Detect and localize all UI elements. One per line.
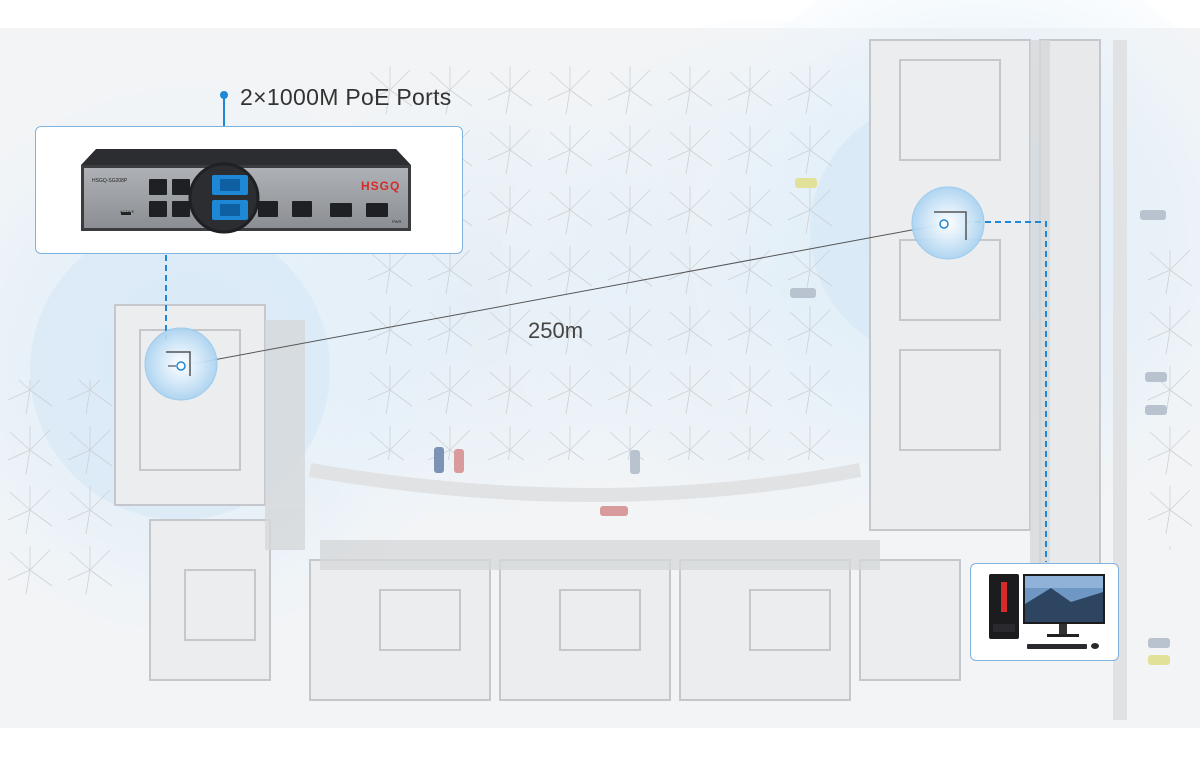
building-shadows — [265, 40, 1050, 580]
poe-switch-icon — [81, 149, 411, 234]
poe-ports-callout-label: 2×1000M PoE Ports — [240, 84, 452, 110]
wireless-bridge-link — [180, 223, 945, 367]
distance-label: 250m — [528, 318, 584, 343]
switch-brand-logo: HSGQ — [361, 179, 401, 193]
parked-cars — [434, 178, 1170, 665]
switch-card: HSGQ-SG208P HSGQ ACTIVE PWR — [35, 126, 463, 254]
computer-card — [970, 563, 1119, 661]
buildings — [114, 39, 1101, 701]
switch-model-label: HSGQ-SG208P — [92, 178, 128, 184]
switch-led-label: PWR — [392, 219, 402, 224]
desktop-computer-icon — [989, 574, 1105, 649]
ceiling-ap-icon — [144, 327, 218, 401]
callout-dot — [220, 91, 228, 99]
switch-sub-label: ACTIVE — [120, 209, 135, 214]
ceiling-ap-icon — [911, 186, 985, 260]
roads — [308, 40, 1127, 720]
